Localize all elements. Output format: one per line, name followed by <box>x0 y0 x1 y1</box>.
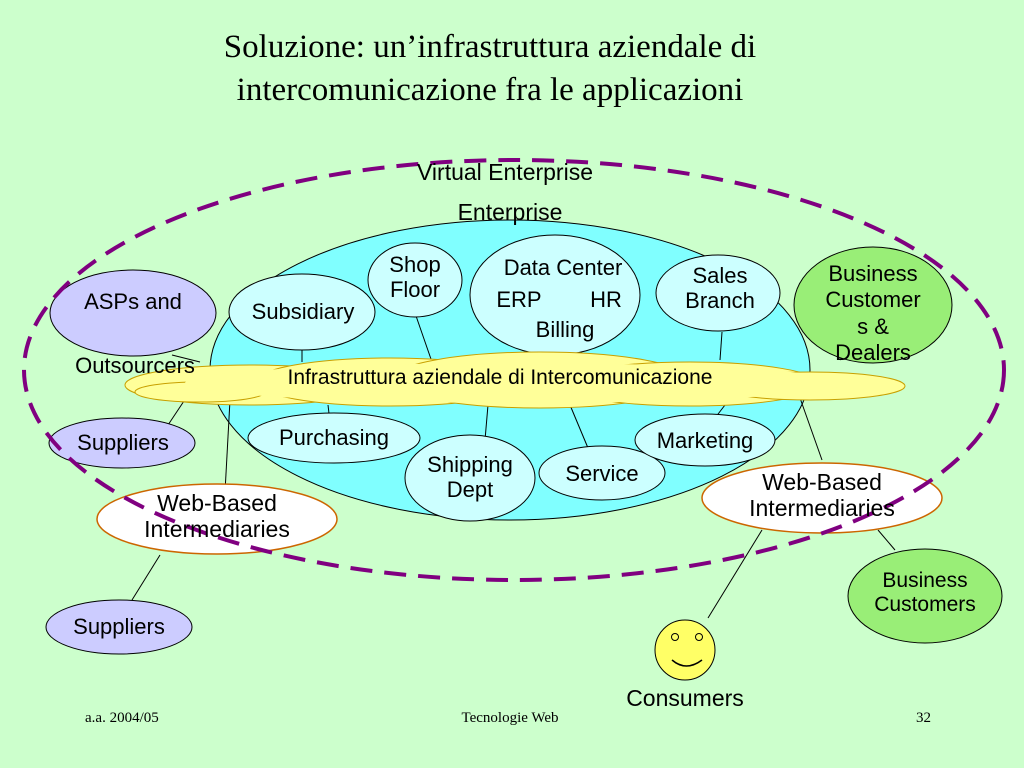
footer-course-title: Tecnologie Web <box>461 710 559 726</box>
service-label: Service <box>565 461 639 486</box>
hr-label: HR <box>590 287 622 312</box>
connector-line <box>877 529 896 551</box>
web-intermediaries-right-label: Web-Based Intermediaries <box>705 469 939 522</box>
purchasing-bubble[interactable] <box>247 412 421 464</box>
subsidiary-label: Subsidiary <box>251 299 355 324</box>
suppliers-bottom-label: Suppliers <box>73 614 165 639</box>
business-customers-top-line: Business <box>828 261 918 286</box>
web-intermediaries-left-bubble[interactable] <box>96 483 338 555</box>
smiley-face <box>654 619 716 681</box>
shipping-dept-label: Shipping Dept <box>405 452 535 502</box>
subsidiary-bubble[interactable] <box>228 273 376 351</box>
shop-floor-line: Shop <box>389 252 441 277</box>
service-bubble[interactable] <box>538 445 666 501</box>
shipping-dept-line: Dept <box>446 476 494 502</box>
web-intermediaries-left-line: Intermediaries <box>144 515 290 542</box>
shop-floor-line: Floor <box>389 276 441 302</box>
purchasing-label: Purchasing <box>278 425 390 450</box>
footer-slide-number: 32 <box>916 710 931 726</box>
web-intermediaries-right-line: Web-Based <box>762 469 882 495</box>
enterprise-label: Enterprise <box>457 199 563 225</box>
sales-branch-bubble[interactable] <box>655 254 781 332</box>
erp-label: ERP <box>496 287 542 312</box>
suppliers-bottom-bubble[interactable] <box>45 599 193 655</box>
smiley-eye <box>695 633 703 641</box>
sales-branch-line: Branch <box>685 287 755 313</box>
data-center-title: Data Center <box>503 255 623 280</box>
shop-floor-label: Shop Floor <box>375 252 455 302</box>
slide-title-line-1: Soluzione: un’infrastruttura aziendale d… <box>223 29 757 65</box>
smiley-mouth <box>671 659 703 667</box>
connector-line <box>131 554 161 601</box>
connector-line <box>484 404 489 441</box>
shipping-dept-bubble[interactable] <box>404 434 536 522</box>
asps-label-line2: Outsourcers <box>75 353 195 378</box>
suppliers-top-bubble[interactable] <box>48 417 196 469</box>
connector-line <box>171 354 201 363</box>
billing-label: Billing <box>535 317 595 342</box>
suppliers-top-label: Suppliers <box>77 430 169 455</box>
connector-line <box>224 399 231 493</box>
business-customers-top-line: s & <box>857 313 889 339</box>
business-customers-top-label: Business Customer s & Dealers <box>805 261 941 367</box>
business-customers-bottom-line: Business <box>882 569 968 592</box>
footer-academic-year: a.a. 2004/05 <box>85 710 159 726</box>
slide-title-line-2: intercomunicazione fra le applicazioni <box>236 72 744 108</box>
connector-line <box>707 529 763 619</box>
web-intermediaries-right-line: Intermediaries <box>749 494 895 521</box>
business-customers-top-line: Customer <box>825 287 921 313</box>
sales-branch-label: Sales Branch <box>665 263 775 313</box>
infrastructure-cloud <box>124 351 906 409</box>
cloud-core <box>185 363 845 403</box>
marketing-bubble[interactable] <box>634 413 776 467</box>
connector-line <box>719 331 723 361</box>
asps-label-line1: ASPs and <box>84 289 182 314</box>
consumers-label: Consumers <box>626 685 744 711</box>
web-intermediaries-left-line: Web-Based <box>157 490 277 516</box>
shipping-dept-line: Shipping <box>427 452 513 477</box>
business-customers-bottom-bubble[interactable] <box>847 548 1003 644</box>
smiley-eye <box>671 633 679 641</box>
virtual-enterprise-boundary <box>22 158 1006 582</box>
business-customers-bottom-label: Business Customers <box>853 569 997 616</box>
shop-floor-bubble[interactable] <box>367 242 463 318</box>
infrastructure-label: Infrastruttura aziendale di Intercomunic… <box>287 366 713 389</box>
business-customers-top-bubble[interactable] <box>793 246 953 364</box>
business-customers-top-line: Dealers <box>835 340 911 366</box>
web-intermediaries-left-label: Web-Based Intermediaries <box>100 490 334 543</box>
connector-line <box>414 312 433 363</box>
marketing-label: Marketing <box>656 428 754 453</box>
connector-line <box>799 397 823 461</box>
virtual-enterprise-label: Virtual Enterprise <box>417 159 593 185</box>
connector-line <box>569 404 589 449</box>
asps-bubble[interactable] <box>49 269 217 357</box>
consumer-smiley-icon[interactable] <box>654 619 716 681</box>
sales-branch-line: Sales <box>692 263 748 288</box>
business-customers-bottom-line: Customers <box>874 592 976 616</box>
